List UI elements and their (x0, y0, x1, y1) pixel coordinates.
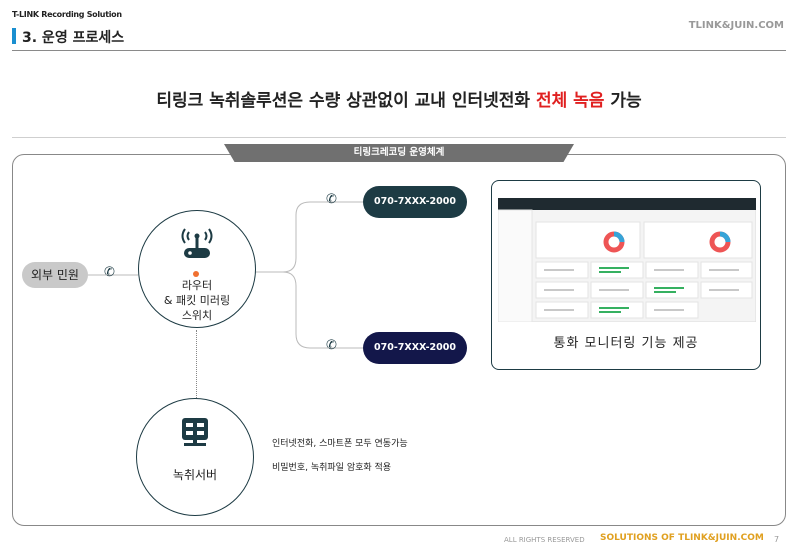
router-node (138, 210, 256, 328)
feature-note: 인터넷전화, 스마트폰 모두 연동가능 (272, 439, 408, 449)
section-title: 3. 운영 프로세스 (22, 30, 125, 46)
brand-subtitle: T-LINK Recording Solution (12, 10, 122, 19)
monitoring-label: 통화 모니터링 기능 제공 (553, 336, 699, 351)
extension-pill-2: 070-7XXX-2000 (363, 332, 467, 364)
phone-icon: ✆ (104, 265, 115, 280)
headline-tail: 가능 (604, 91, 642, 111)
header-divider (12, 50, 786, 51)
phone-icon: ✆ (326, 192, 337, 207)
router-label-line: 스위치 (181, 309, 213, 322)
server-node (136, 398, 254, 516)
diagram-banner: 티링크레코딩 운영체계 (224, 144, 574, 162)
feature-note: 비밀번호, 녹취파일 암호화 적용 (272, 463, 392, 473)
section-accent-bar (12, 28, 16, 44)
headline-divider (12, 137, 786, 138)
router-status-dot (193, 271, 199, 277)
server-label: 녹취서버 (172, 468, 218, 482)
phone-icon: ✆ (326, 338, 337, 353)
server-icon (182, 418, 208, 446)
router-label-line: & 패킷 미러링 (163, 294, 231, 307)
footer-rights: ALL RIGHTS RESERVED (504, 536, 585, 544)
router-label-line: 라우터 (181, 279, 213, 292)
page-number: 7 (774, 535, 780, 544)
external-caller-pill: 외부 민원 (22, 262, 88, 288)
extension-pill-1: 070-7XXX-2000 (363, 186, 467, 218)
router-icon (181, 228, 213, 258)
monitoring-screenshot (498, 198, 756, 322)
headline-highlight: 전체 녹음 (535, 91, 605, 111)
router-server-link (196, 330, 197, 398)
site-url: TLINK&JUIN.COM (688, 20, 784, 31)
router-label: 라우터 & 패킷 미러링 스위치 (138, 278, 256, 323)
headline-text: 티링크 녹취솔루션은 수량 상관없이 교내 인터넷전화 (156, 91, 536, 111)
page-headline: 티링크 녹취솔루션은 수량 상관없이 교내 인터넷전화 전체 녹음 가능 (0, 86, 798, 111)
footer-solution: SOLUTIONS OF TLINK&JUIN.COM (600, 533, 764, 543)
